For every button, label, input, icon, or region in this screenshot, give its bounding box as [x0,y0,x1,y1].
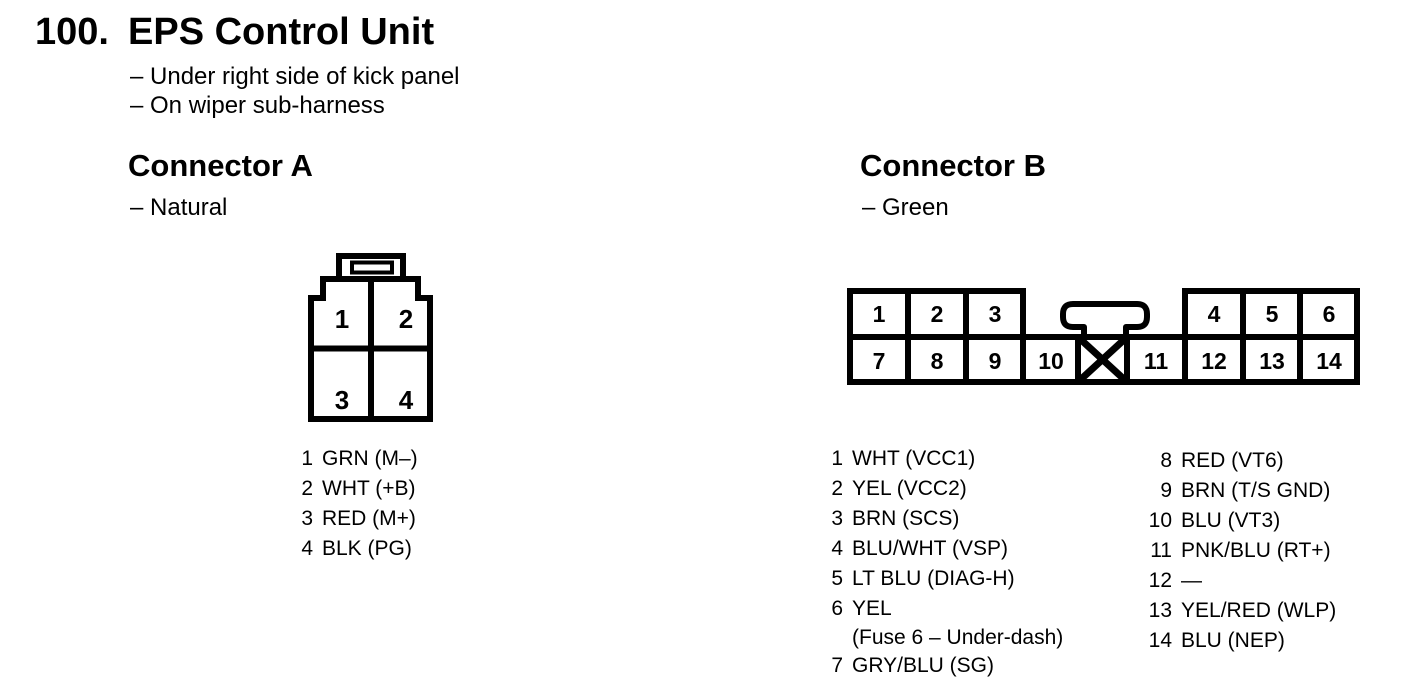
pin-wire-label: BRN (T/S GND) [1181,479,1331,502]
cavity-number: 1 [873,301,886,327]
pin-row: 13 YEL/RED (WLP) [1146,596,1337,626]
connector-b-diagram: 1 2 3 4 5 6 7 8 9 10 11 12 13 14 [847,288,1360,385]
connector-a-latch-slot [350,260,394,275]
connector-b-latch-tab [1060,301,1150,340]
pin-wire-label: BRN (SCS) [852,507,960,530]
pin-number: 1 [831,447,843,470]
connector-b-pin-list-left: 1 WHT (VCC1) 2 YEL (VCC2) 3 BRN (SCS) 4 … [830,444,1063,681]
pin-number: 2 [301,477,313,500]
connector-b-color-note: – Green [862,194,949,221]
cavity-number: 5 [1266,301,1279,327]
cavity-number: 7 [873,348,886,374]
pin-number: 1 [301,447,313,470]
pin-row: 1 WHT (VCC1) [830,444,1063,474]
pin-wire-label: RED (VT6) [1181,449,1284,472]
cavity-number: 14 [1316,348,1342,374]
pin-row: 2 YEL (VCC2) [830,474,1063,504]
pin-number: 9 [1160,479,1172,502]
pin-wire-label: YEL/RED (WLP) [1181,599,1337,622]
cavity-number: 9 [989,348,1002,374]
location-note: – Under right side of kick panel [130,63,460,90]
pin-number: 7 [831,654,843,677]
pin-wire-label: LT BLU (DIAG-H) [852,567,1015,590]
pin-number: 5 [831,567,843,590]
pin-wire-label: YEL [852,597,892,620]
pin-row: 10 BLU (VT3) [1146,506,1336,536]
pin-wire-label: RED (M+) [322,507,416,530]
pin-number: 11 [1150,539,1172,562]
pin-row: 7 GRY/BLU (SG) [830,651,1063,681]
pin-number: 3 [831,507,843,530]
cavity-number: 4 [1208,301,1221,327]
pin-number: 3 [301,507,313,530]
pin-row: 6 YEL (Fuse 6 – Under-dash) [830,594,1063,651]
blocked-cavity-x [1075,334,1130,385]
pin-wire-label: WHT (+B) [322,477,416,500]
cavity-number: 4 [399,385,414,415]
pin-row: 4 BLK (PG) [300,534,418,564]
page-title: EPS Control Unit [128,11,435,53]
pin-number: 6 [831,597,843,620]
connector-a-color-note: – Natural [130,194,228,221]
cavity-number: 12 [1201,348,1227,374]
pin-wire-label: WHT (VCC1) [852,447,976,470]
cavity-number: 2 [931,301,944,327]
section-number: 100. [35,11,109,53]
pin-row: 9 BRN (T/S GND) [1146,476,1336,506]
pin-number: 14 [1148,629,1172,652]
pin-number: 13 [1148,599,1172,622]
pin-number: 4 [831,537,843,560]
pin-number: 8 [1160,449,1172,472]
pin-wire-label: YEL (VCC2) [852,477,967,500]
pin-wire-label: — [1181,569,1202,592]
pin-row: 3 BRN (SCS) [830,504,1063,534]
pin-wire-label: GRY/BLU (SG) [852,654,994,677]
pin-wire-label: GRN (M–) [322,447,418,470]
connector-b-pin-list-right: 8 RED (VT6) 9 BRN (T/S GND) 10 BLU (VT3)… [1146,446,1337,656]
cavity-number: 11 [1144,348,1169,374]
pin-wire-label: PNK/BLU (RT+) [1181,539,1331,562]
location-note: – On wiper sub-harness [130,92,385,119]
pin-row: 1 GRN (M–) [300,444,418,474]
pin-number: 4 [301,537,313,560]
pin-row: 4 BLU/WHT (VSP) [830,534,1063,564]
pin-wire-label: BLU/WHT (VSP) [852,537,1008,560]
connector-a-heading: Connector A [128,148,313,183]
pin-row: 12 — [1146,566,1336,596]
cavity-number: 2 [399,304,413,334]
pin-wire-label: BLU (VT3) [1181,509,1281,532]
pin-row: 11 PNK/BLU (RT+) [1146,536,1336,566]
cavity-number: 6 [1323,301,1336,327]
location-notes: – Under right side of kick panel – On wi… [130,62,460,120]
pin-wire-label: BLK (PG) [322,537,412,560]
cavity-number: 8 [931,348,944,374]
cavity-number: 10 [1038,348,1064,374]
pin-row: 3 RED (M+) [300,504,418,534]
pin-number: 12 [1148,569,1172,592]
pin-note: (Fuse 6 – Under-dash) [852,626,1064,649]
pin-row: 8 RED (VT6) [1146,446,1336,476]
pin-number: 2 [831,477,843,500]
connector-b-heading: Connector B [860,148,1046,183]
pin-row: 5 LT BLU (DIAG-H) [830,564,1063,594]
connector-b-body [847,288,1360,385]
cavity-number: 3 [989,301,1002,327]
cavity-number: 13 [1259,348,1285,374]
cavity-number: 3 [335,385,349,415]
pin-wire-label: BLU (NEP) [1181,629,1285,652]
pin-row: 14 BLU (NEP) [1146,626,1336,656]
cavity-number: 1 [335,304,349,334]
connector-a-pin-list: 1 GRN (M–) 2 WHT (+B) 3 RED (M+) 4 BLK (… [300,444,418,564]
pin-number: 10 [1148,509,1172,532]
pin-row: 2 WHT (+B) [300,474,418,504]
connector-a-diagram: 1 2 3 4 [308,253,433,422]
